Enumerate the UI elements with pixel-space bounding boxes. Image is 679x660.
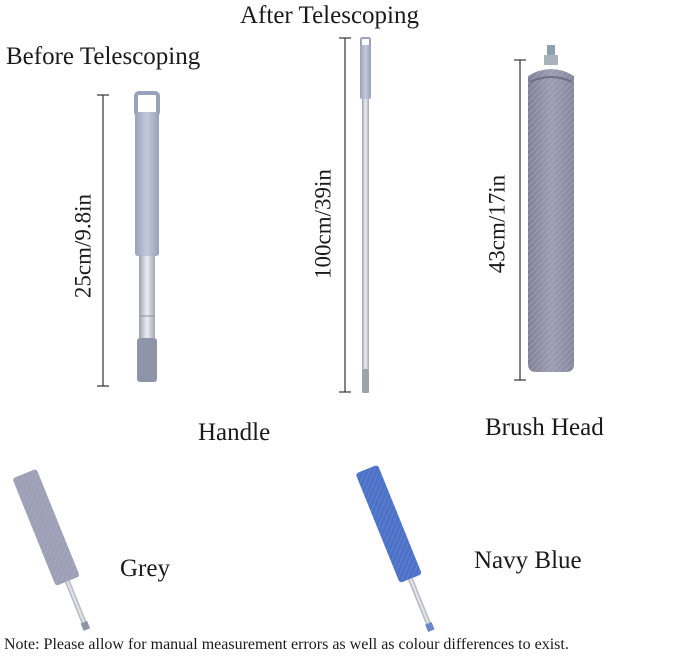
handle-label: Handle	[198, 419, 271, 446]
dimension-line-long	[339, 37, 351, 393]
grey-duster	[13, 469, 91, 631]
collapsed-handle	[134, 91, 160, 382]
short-handle-measure: 25cm/9.8in	[70, 193, 96, 299]
dimension-line-short	[97, 94, 109, 387]
after-telescoping-label: After Telescoping	[240, 2, 419, 29]
before-telescoping-label: Before Telescoping	[6, 43, 201, 70]
brush-head	[528, 45, 574, 372]
navy-duster	[356, 465, 435, 633]
brush-head-label: Brush Head	[485, 414, 604, 441]
disclaimer-note: Note: Please allow for manual measuremen…	[4, 636, 569, 653]
grey-label: Grey	[120, 555, 170, 582]
long-handle-measure: 100cm/39in	[310, 169, 336, 279]
brush-measure: 43cm/17in	[484, 174, 510, 274]
dimension-line-brush	[514, 59, 526, 381]
extended-handle	[360, 37, 371, 393]
navy-blue-label: Navy Blue	[474, 547, 582, 574]
